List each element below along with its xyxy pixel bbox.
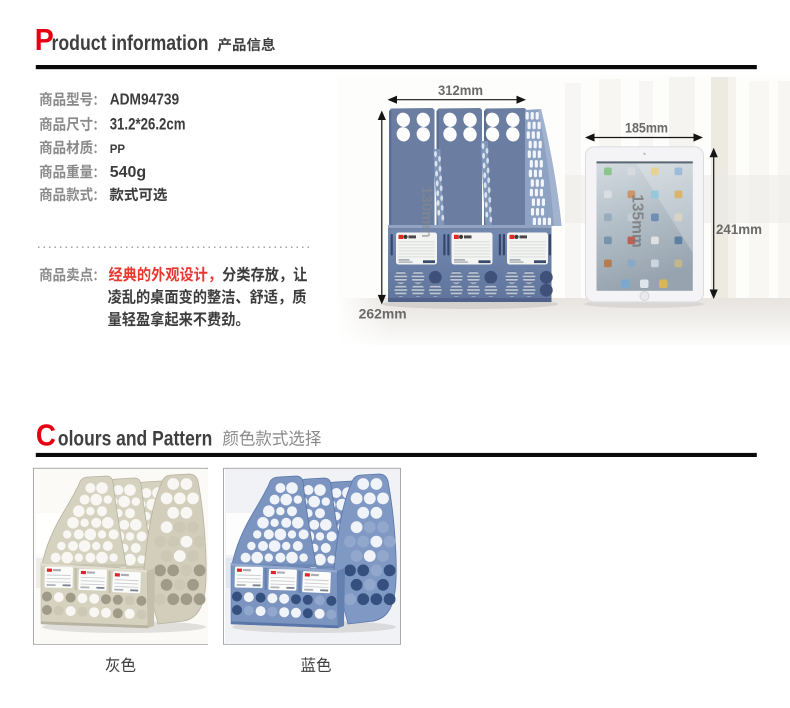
- svg-text:PP: PP: [110, 144, 126, 156]
- svg-text:135mm: 135mm: [629, 194, 646, 247]
- svg-text:roduct information: roduct information: [52, 32, 209, 55]
- svg-text:130mm: 130mm: [418, 186, 435, 238]
- svg-text:C: C: [36, 417, 56, 452]
- svg-text:241mm: 241mm: [716, 222, 762, 237]
- svg-text:P: P: [35, 22, 54, 57]
- svg-text:262mm: 262mm: [359, 307, 407, 322]
- svg-text:185mm: 185mm: [625, 121, 668, 136]
- svg-text:31.2*26.2cm: 31.2*26.2cm: [110, 116, 186, 134]
- svg-text:olours and Pattern: olours and Pattern: [58, 427, 212, 450]
- svg-text:ADM94739: ADM94739: [110, 92, 180, 109]
- svg-text:312mm: 312mm: [438, 83, 483, 98]
- svg-text:540g: 540g: [110, 164, 146, 181]
